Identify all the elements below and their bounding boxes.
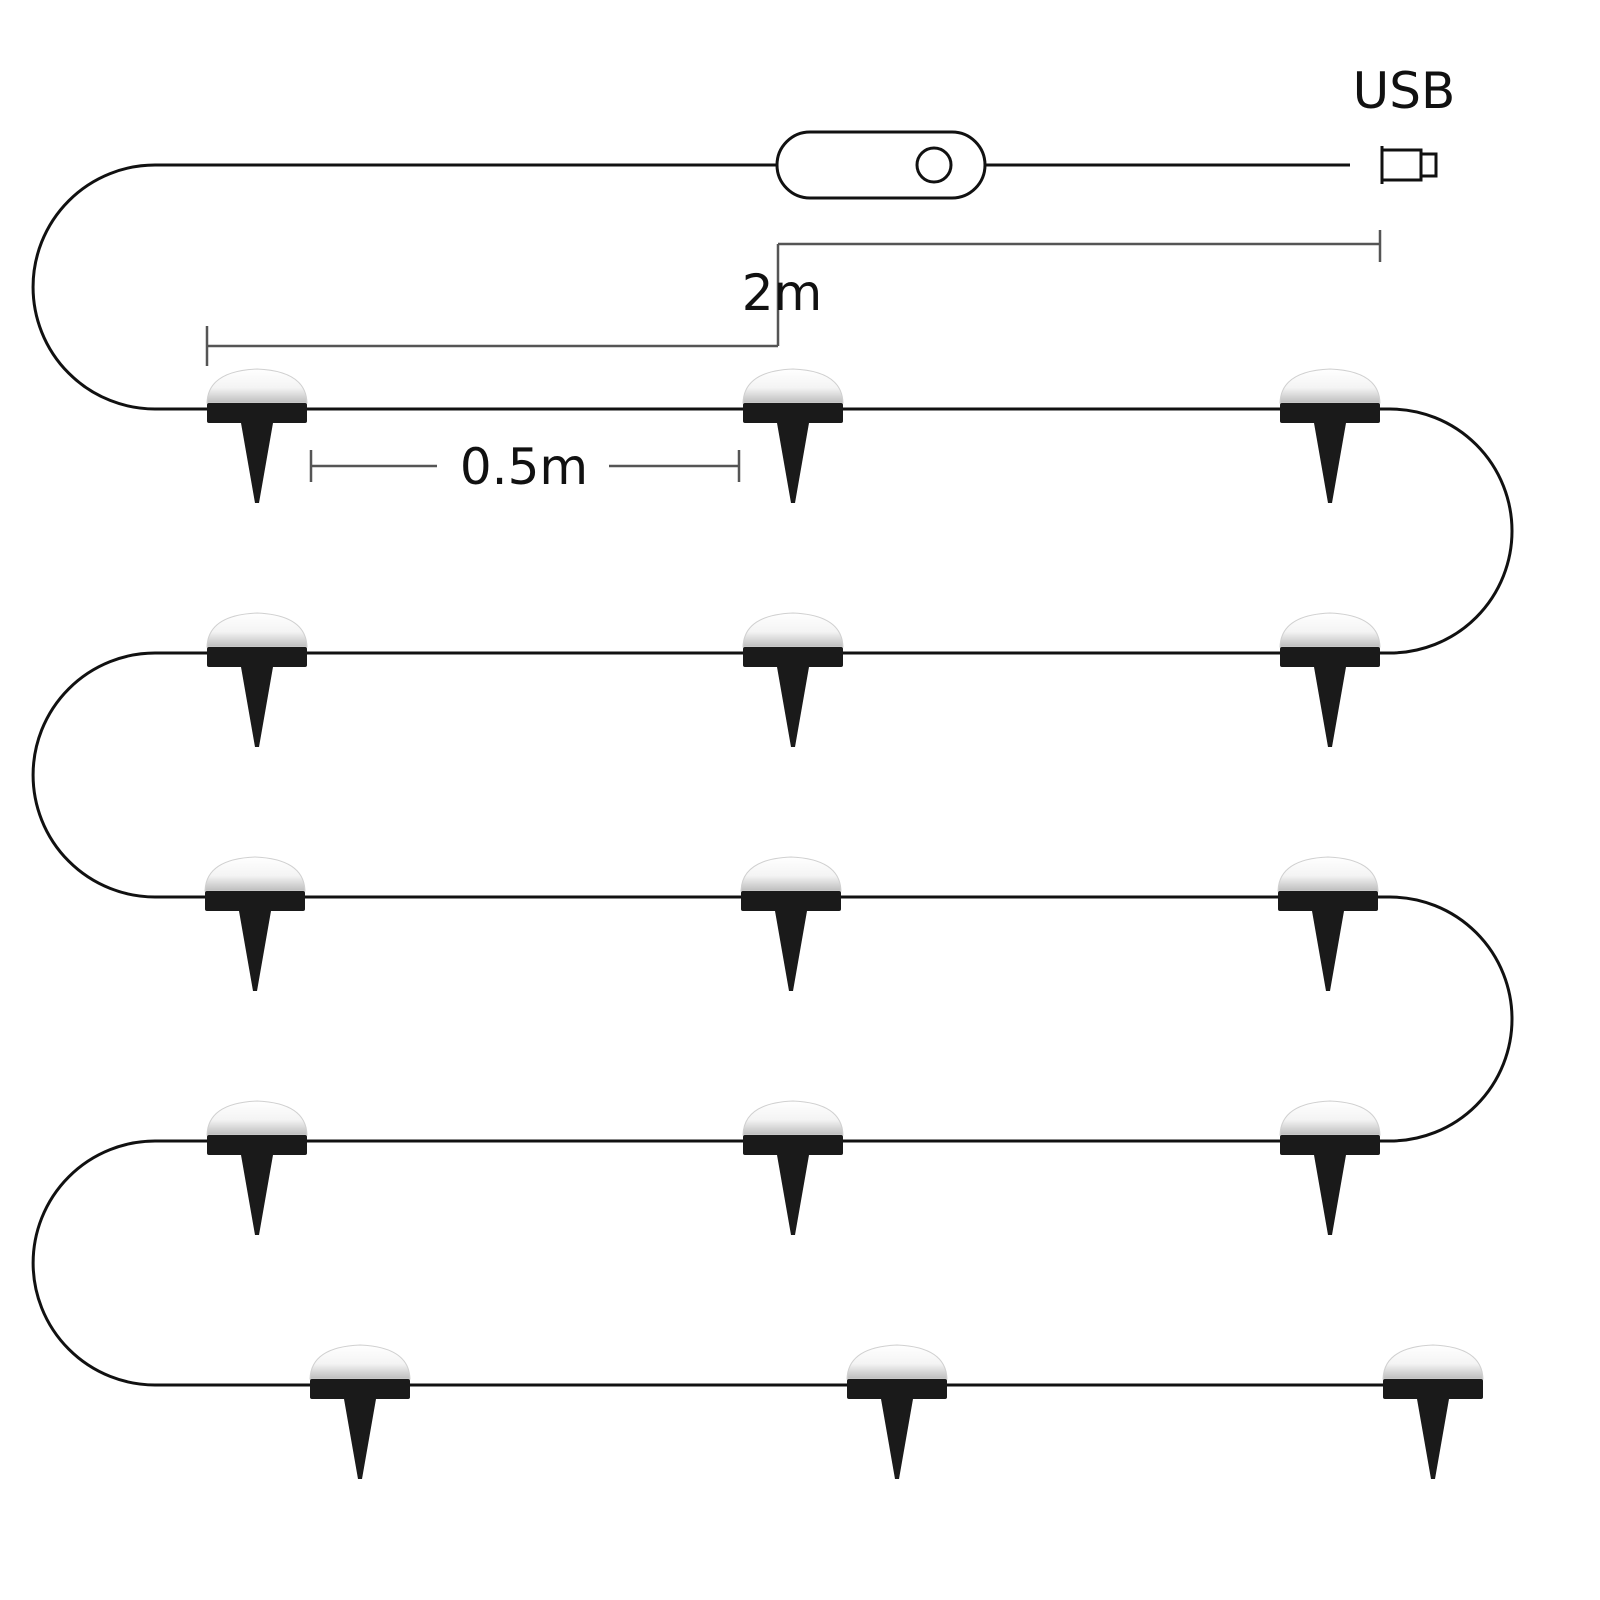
stake-light-2-2 xyxy=(742,612,844,748)
stake-light-3-1 xyxy=(204,856,306,992)
stake-light-3-3 xyxy=(1277,856,1379,992)
stake-light-5-1 xyxy=(309,1344,411,1480)
stake-light-1-3 xyxy=(1279,368,1381,504)
cable xyxy=(31,163,1514,1387)
dimension-2m xyxy=(205,230,1382,366)
stake-light-5-2 xyxy=(846,1344,948,1480)
stake-light-3-2 xyxy=(740,856,842,992)
stake-light-1-2 xyxy=(742,368,844,504)
dimension-0-5m xyxy=(309,450,741,482)
power-button-icon xyxy=(915,146,953,184)
usb-plug-icon xyxy=(1380,146,1438,184)
stake-light-4-1 xyxy=(206,1100,308,1236)
light-spacing-label: 0.5m xyxy=(460,438,588,496)
lead-length-label: 2m xyxy=(742,264,823,322)
stake-lights xyxy=(204,368,1484,1480)
stake-light-1-1 xyxy=(206,368,308,504)
stake-light-5-3 xyxy=(1382,1344,1484,1480)
stake-light-4-2 xyxy=(742,1100,844,1236)
stake-light-2-1 xyxy=(206,612,308,748)
usb-label: USB xyxy=(1353,62,1456,120)
stake-light-4-3 xyxy=(1279,1100,1381,1236)
controller-box xyxy=(775,130,987,200)
stake-light-2-3 xyxy=(1279,612,1381,748)
